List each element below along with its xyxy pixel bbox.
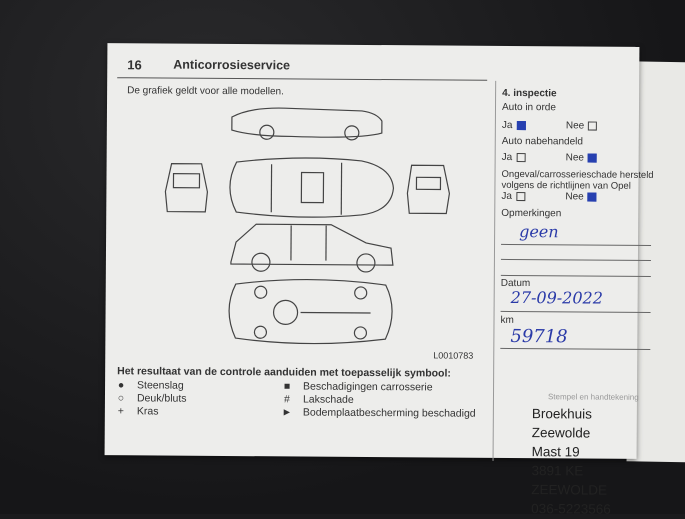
km-line bbox=[500, 348, 650, 350]
car-roof-view-top bbox=[232, 108, 382, 140]
km-label: km bbox=[500, 315, 513, 326]
car-rear-view bbox=[407, 165, 449, 213]
q2-no-label: Nee bbox=[566, 152, 584, 163]
q1-no-label: Nee bbox=[566, 120, 584, 131]
stamp-line: Broekhuis Zeewolde bbox=[532, 404, 645, 443]
q2-no-checkbox[interactable] bbox=[588, 153, 597, 162]
legend-label: Bodemplaatbescherming beschadigd bbox=[303, 407, 476, 420]
stamp-label: Stempel en handtekening bbox=[548, 392, 639, 402]
legend-item: ● Steenslag bbox=[115, 379, 184, 391]
q1-no-checkbox[interactable] bbox=[588, 121, 597, 130]
q1-yes-checkbox[interactable] bbox=[516, 121, 525, 130]
car-front-view bbox=[165, 164, 207, 212]
q1-yes-label: Ja bbox=[502, 120, 513, 131]
legend-item: # Lakschade bbox=[281, 393, 354, 406]
plus-icon: + bbox=[115, 405, 127, 417]
filled-circle-icon: ● bbox=[115, 379, 127, 391]
q2-yes-label: Ja bbox=[502, 152, 513, 163]
diagram-code: L0010783 bbox=[433, 350, 473, 360]
legend-item: ■ Beschadigingen carrosserie bbox=[281, 380, 433, 393]
column-divider bbox=[493, 81, 497, 461]
remarks-value[interactable]: geen bbox=[519, 222, 559, 241]
page-number: 16 bbox=[127, 57, 142, 72]
triangle-right-icon: ► bbox=[281, 406, 293, 418]
legend-item: ○ Deuk/bluts bbox=[115, 392, 187, 404]
car-underbody-view bbox=[229, 279, 392, 344]
car-side-view bbox=[231, 224, 393, 272]
page-subtitle: De grafiek geldt voor alle modellen. bbox=[127, 85, 284, 97]
q2-label: Auto nabehandeld bbox=[502, 136, 583, 148]
legend-label: Lakschade bbox=[303, 394, 354, 406]
inspection-heading: 4. inspectie bbox=[502, 88, 557, 99]
booklet-page: 16 Anticorrosieservice De grafiek geldt … bbox=[105, 43, 640, 459]
stamp-line: Mast 19 bbox=[532, 442, 645, 462]
header-divider bbox=[117, 77, 487, 81]
remarks-line bbox=[501, 275, 651, 277]
legend-item: ► Bodemplaatbescherming beschadigd bbox=[281, 406, 476, 419]
q3-no-checkbox[interactable] bbox=[588, 192, 597, 201]
legend-label: Deuk/bluts bbox=[137, 392, 187, 404]
km-value[interactable]: 59718 bbox=[510, 326, 567, 347]
page-title: Anticorrosieservice bbox=[173, 58, 290, 73]
q3-no-label: Nee bbox=[565, 191, 583, 202]
legend-title: Het resultaat van de controle aanduiden … bbox=[117, 365, 451, 379]
car-damage-diagram bbox=[160, 102, 462, 354]
filled-square-icon: ■ bbox=[281, 380, 293, 392]
date-line bbox=[501, 311, 651, 313]
legend-label: Steenslag bbox=[137, 379, 184, 391]
remarks-line bbox=[501, 259, 651, 261]
q3-yes-checkbox[interactable] bbox=[516, 192, 525, 201]
car-top-view bbox=[230, 157, 394, 217]
remarks-label: Opmerkingen bbox=[501, 208, 561, 219]
inspection-section: 4. inspectie Auto in orde Ja Nee Auto na… bbox=[502, 86, 647, 87]
legend-label: Kras bbox=[137, 405, 159, 417]
q1-label: Auto in orde bbox=[502, 102, 556, 113]
dealer-stamp: Broekhuis Zeewolde Mast 19 3891 KE ZEEWO… bbox=[531, 404, 645, 519]
stamp-line: 036-5223566 bbox=[531, 499, 644, 519]
open-circle-icon: ○ bbox=[115, 392, 127, 404]
q3-yes-label: Ja bbox=[501, 191, 512, 202]
q2-yes-checkbox[interactable] bbox=[516, 153, 525, 162]
hash-icon: # bbox=[281, 393, 293, 405]
q3-label-line2: volgens de richtlijnen van Opel bbox=[501, 180, 630, 192]
date-value[interactable]: 27-09-2022 bbox=[511, 288, 603, 308]
remarks-line bbox=[501, 244, 651, 246]
legend-item: + Kras bbox=[115, 405, 159, 417]
legend-label: Beschadigingen carrosserie bbox=[303, 381, 433, 394]
stamp-line: 3891 KE ZEEWOLDE bbox=[531, 461, 644, 500]
